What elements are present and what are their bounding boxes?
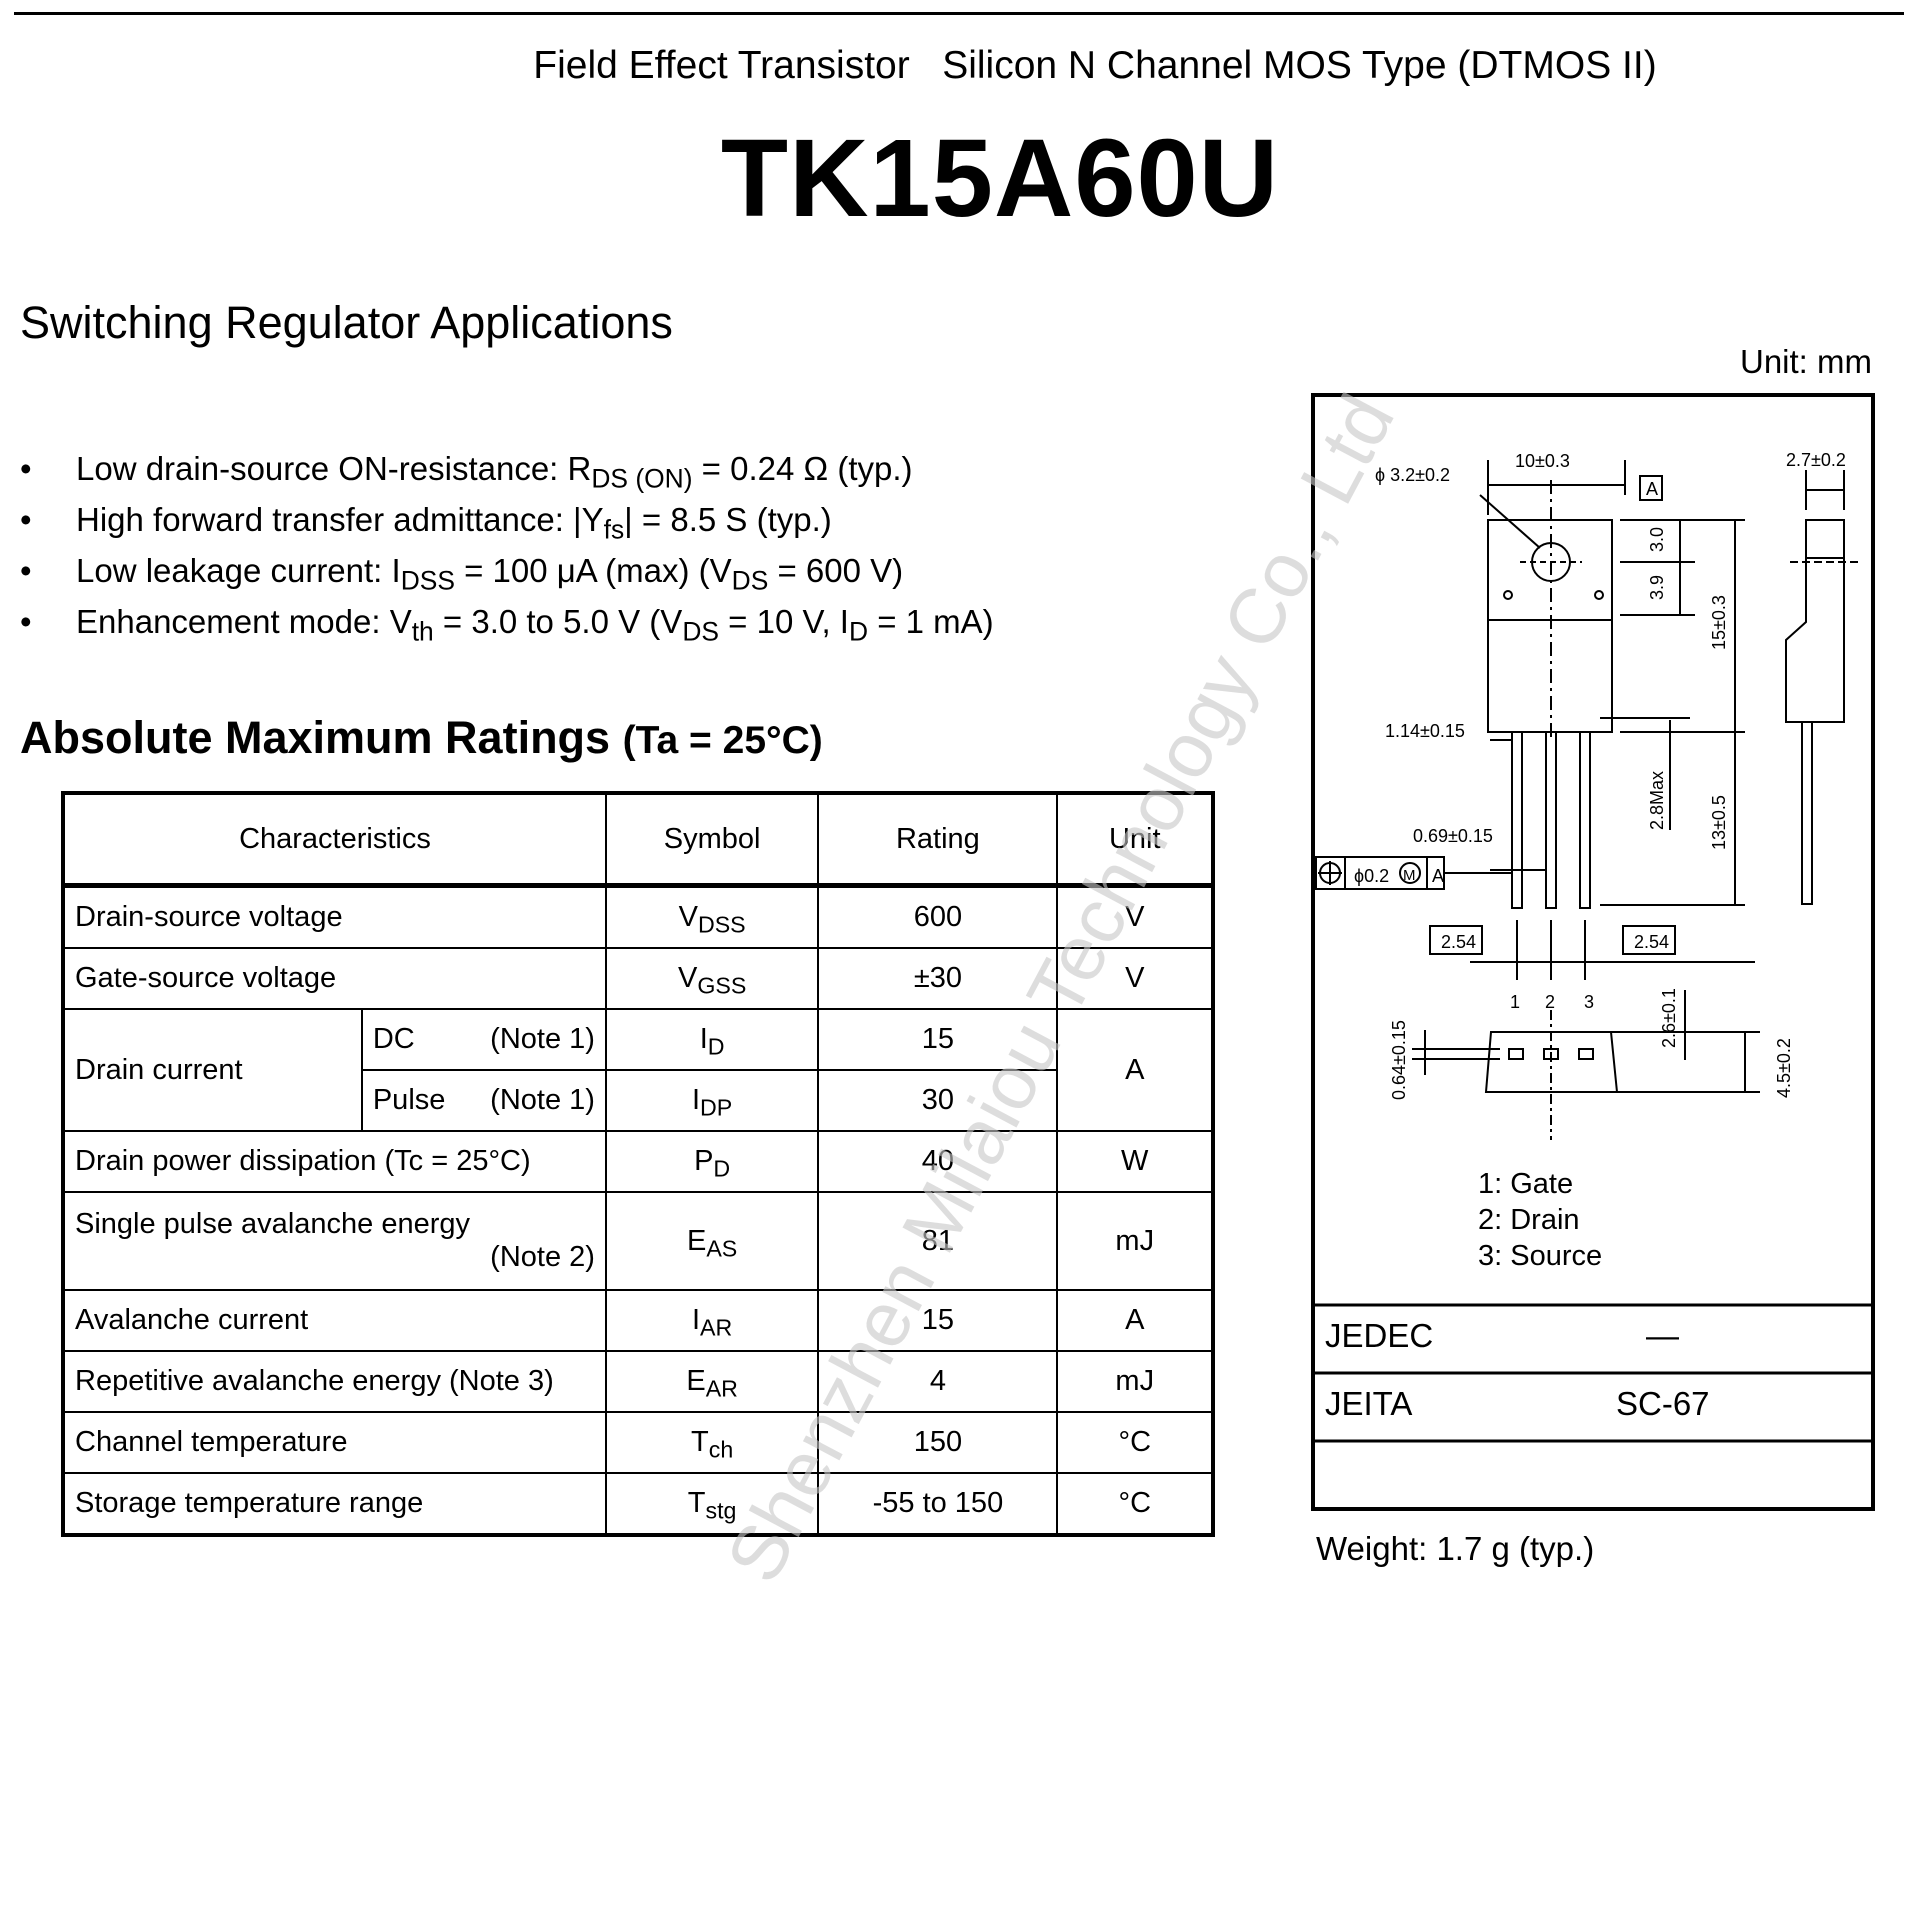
svg-text:1: 1 [1510, 992, 1520, 1012]
feature-item: •High forward transfer admittance: |Yfs|… [20, 501, 832, 545]
table-row: Single pulse avalanche energy(Note 2) EA… [62, 1191, 1214, 1291]
pin-label-source: 3: Source [1478, 1240, 1603, 1272]
feature-item: •Low leakage current: IDSS = 100 μA (max… [20, 552, 904, 596]
table-row: Pulse(Note 1) IDP 30 [63, 1069, 1213, 1132]
lead-1 [1511, 731, 1523, 909]
table-row: Storage temperature range Tstg -55 to 15… [62, 1472, 1214, 1536]
lead-2 [1545, 731, 1557, 909]
header-characteristics: Characteristics [62, 792, 607, 888]
header-rating: Rating [817, 792, 1059, 888]
document-type: Field Effect Transistor Silicon N Channe… [533, 44, 1657, 87]
table-row: Drain power dissipation (Tc = 25°C) PD 4… [62, 1130, 1214, 1193]
table-row: Channel temperature Tch 150 °C [62, 1411, 1214, 1474]
part-number: TK15A60U [720, 117, 1280, 240]
weight-label: Weight: 1.7 g (typ.) [1316, 1530, 1595, 1567]
svg-text:3.9: 3.9 [1647, 575, 1667, 600]
svg-text:4.5±0.2: 4.5±0.2 [1774, 1038, 1794, 1098]
ratings-table: Characteristics Symbol Rating Unit Drain… [61, 791, 1215, 1537]
feature-list: •Low drain-source ON-resistance: RDS (ON… [20, 450, 994, 654]
svg-text:3.0: 3.0 [1647, 527, 1667, 552]
svg-text:A: A [1646, 479, 1658, 499]
pin-label-drain: 2: Drain [1478, 1204, 1580, 1236]
dim-width: 10±0.3 [1515, 451, 1570, 471]
svg-text:13±0.5: 13±0.5 [1709, 795, 1729, 850]
jedec-row: JEDEC ― [1325, 1317, 1679, 1354]
svg-text:0.64±0.15: 0.64±0.15 [1389, 1020, 1409, 1100]
table-row: Drain current DC(Note 1) ID 15 A [62, 1008, 1214, 1132]
svg-text:2.6±0.1: 2.6±0.1 [1659, 988, 1679, 1048]
top-rule [14, 12, 1904, 15]
bullet-icon: • [20, 450, 32, 487]
svg-text:M: M [1403, 867, 1416, 884]
table-header-row: Characteristics Symbol Rating Unit [62, 792, 1214, 888]
svg-text:2.8Max: 2.8Max [1647, 771, 1667, 830]
bullet-icon: • [20, 501, 32, 538]
dim-thickness: 2.7±0.2 [1786, 450, 1846, 470]
package-outline-box [1311, 393, 1875, 1511]
header-symbol: Symbol [604, 792, 820, 888]
feature-item: •Low drain-source ON-resistance: RDS (ON… [20, 450, 913, 494]
header-unit: Unit [1056, 792, 1214, 888]
pin-label-gate: 1: Gate [1478, 1168, 1574, 1200]
dim-pitch-1: 2.54 [1441, 932, 1476, 952]
bullet-icon: • [20, 603, 32, 640]
svg-text:15±0.3: 15±0.3 [1709, 595, 1729, 650]
dim-hole: ϕ 3.2±0.2 [1375, 465, 1450, 485]
svg-text:2: 2 [1545, 992, 1555, 1012]
application-title: Switching Regulator Applications [20, 297, 673, 348]
ratings-title: Absolute Maximum Ratings (Ta = 25°C) [20, 712, 823, 763]
svg-text:3: 3 [1584, 992, 1594, 1012]
svg-text:A: A [1432, 866, 1444, 886]
dim-pitch-2: 2.54 [1634, 932, 1669, 952]
feature-item: •Enhancement mode: Vth = 3.0 to 5.0 V (V… [20, 603, 994, 647]
svg-text:ϕ0.2: ϕ0.2 [1354, 866, 1389, 886]
unit-label: Unit: mm [1740, 343, 1872, 380]
bullet-icon: • [20, 552, 32, 589]
jeita-row: JEITA SC-67 [1325, 1385, 1710, 1422]
table-row: Drain-source voltage VDSS 600 V [62, 884, 1214, 949]
lead-3 [1579, 731, 1591, 909]
dim-lead-width: 1.14±0.15 [1385, 721, 1465, 741]
table-row: Gate-source voltage VGSS ±30 V [62, 947, 1214, 1010]
dim-lead-thickness: 0.69±0.15 [1413, 826, 1493, 846]
table-row: Repetitive avalanche energy (Note 3) EAR… [62, 1350, 1214, 1413]
table-row: Avalanche current IAR 15 A [62, 1289, 1214, 1352]
